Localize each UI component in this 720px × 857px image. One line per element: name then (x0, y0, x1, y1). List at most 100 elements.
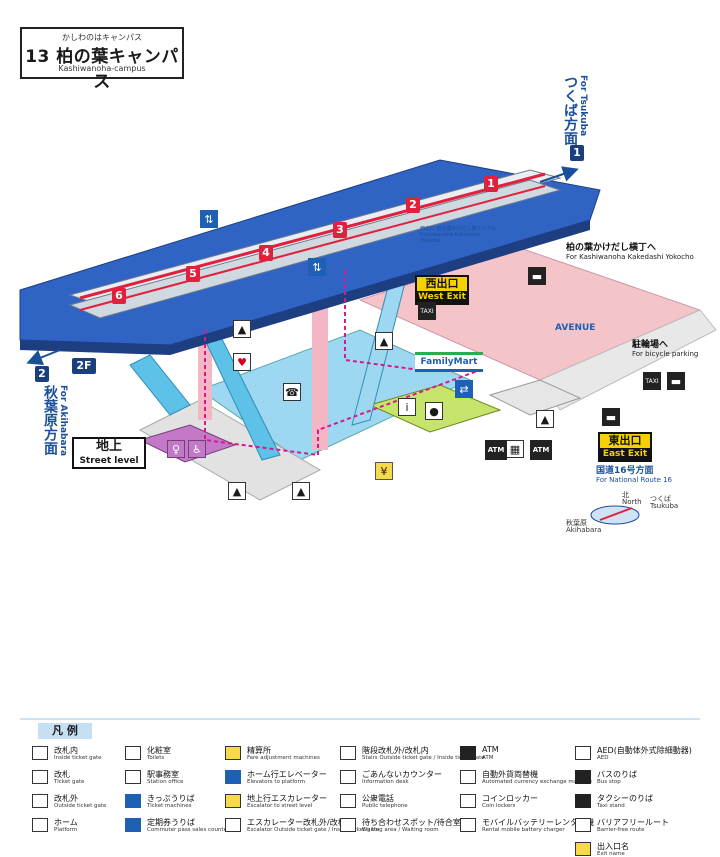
legend-item-label-en: Escalator to street level (247, 803, 313, 809)
stairs-icon: ▲ (233, 320, 251, 338)
compass-needle (599, 507, 633, 521)
pillar (312, 280, 328, 450)
west-exit-tag: 西出口 West Exit (415, 275, 469, 305)
legend-item-label-en: Stairs Outside ticket gate / Inside tick… (362, 755, 485, 761)
arrow-akihabara (26, 349, 61, 365)
arrow-tsukuba (539, 166, 579, 183)
legend-item-label-en: Bus stop (597, 779, 621, 785)
taxi-icon (575, 794, 591, 808)
legend-item-label: 化粧室 (147, 746, 171, 755)
car-number: 6 (112, 288, 126, 304)
platform-number-2: 2 (35, 366, 49, 382)
legend-item-label: きっぷうりば (147, 794, 195, 803)
info-icon: i (398, 398, 416, 416)
destination-bicycle-jp: 駐輪場へ (632, 340, 669, 350)
legend-item-label-en: Information desk (362, 779, 409, 785)
elevator-icon: ⇅ (308, 258, 326, 276)
floor-2f-tag: 2F (72, 358, 96, 374)
legend-item-label: タクシーのりば (597, 794, 653, 803)
legend-item-label-en: Ticket machines (147, 803, 192, 809)
legend-item-label: ホーム行エレベーター (247, 770, 327, 779)
station-name: 13 柏の葉キャンパス (25, 47, 179, 92)
stairs-icon: ▲ (228, 482, 246, 500)
west-exit-en: West Exit (417, 291, 467, 303)
east-exit-tag: 東出口 East Exit (598, 432, 652, 462)
atm-icon (460, 746, 476, 760)
bus-icon: ▬ (528, 267, 546, 285)
destination-yokocho-jp: 柏の葉かけだし横丁へ (566, 243, 657, 253)
west-exit-jp: 西出口 (417, 277, 467, 291)
legend-item-label: 定期券うりば (147, 818, 195, 827)
destination-yokocho-en: For Kashiwanoha Kakedashi Yokocho (566, 253, 694, 261)
stairs-icon: ▲ (536, 410, 554, 428)
compass-north-en: North (622, 498, 642, 506)
street-level-en: Street level (79, 456, 139, 466)
legend-title: 凡 例 (38, 723, 92, 739)
aed-icon: ♥ (233, 353, 251, 371)
compass-north-jp: 北 (622, 491, 629, 499)
legend-item-label: コインロッカー (482, 794, 538, 803)
destination-bicycle: 駐輪場へ For bicycle parking (632, 337, 698, 358)
legend-item-label: 自動外貨両替機 (482, 770, 538, 779)
compass-akihabara-en: Akihabara (566, 526, 602, 534)
barrier-free-icon (575, 818, 591, 832)
platform-number-1: 1 (570, 145, 584, 161)
legend-item-label-en: Coin lockers (482, 803, 516, 809)
avenue-label: AVENUE (555, 323, 596, 333)
legend-item-label-en: Inside ticket gate (54, 755, 102, 761)
locker-icon (460, 794, 476, 808)
legend-item-label-en: Rental mobile battery charger (482, 827, 565, 833)
direction-akihabara-jp: 秋葉原方面 (42, 385, 58, 455)
destination-route16-en: For National Route 16 (596, 476, 673, 484)
west-exit-direction-note: 西出口 柏の葉かけだし横丁へ For Kashiwanoha Kakedashi… (420, 226, 496, 244)
taxi-icon: TAXI (643, 372, 661, 390)
legend-item-label: 改札内 (54, 746, 78, 755)
fare-adjust-icon (225, 746, 241, 760)
bus-icon (575, 770, 591, 784)
legend-item-label-en: Toilets (147, 755, 165, 761)
barrier-free-route (204, 330, 481, 457)
stairs-icon (340, 746, 356, 760)
legend-item-label: 精算所 (247, 746, 271, 755)
legend-item-label: バスのりば (597, 770, 637, 779)
legend-item-label: モバイルバッテリーレンタル機 (482, 818, 594, 827)
car-number: 4 (259, 245, 273, 261)
phone-icon: ☎ (283, 383, 301, 401)
toilet-icon: ♀ (167, 440, 185, 458)
car-number: 3 (333, 222, 347, 238)
direction-tsukuba-en: For Tsukuba (578, 75, 588, 137)
direction-tsukuba-jp: つくば方面 (562, 75, 578, 145)
legend-item-label-en: Ticket gate (54, 779, 85, 785)
train-stripe (79, 172, 546, 300)
street-level-tag: 地上 Street level (72, 437, 146, 469)
fare-adjust-icon: ¥ (375, 462, 393, 480)
phone-icon (340, 794, 356, 808)
car-number: 2 (406, 197, 420, 213)
ticket-machine-icon (125, 794, 141, 808)
retail-block-east (488, 379, 582, 416)
aed-icon (575, 746, 591, 760)
ticket-gate-icon (32, 794, 48, 808)
toilet-icon (125, 746, 141, 760)
destination-route16-jp: 国道16号方面 (596, 466, 654, 476)
legend-item-label-en: Waiting area / Waiting room (362, 827, 439, 833)
legend-item-label-en: Taxi stand (597, 803, 625, 809)
ticket-gate-icon (32, 770, 48, 784)
platform-icon (32, 818, 48, 832)
legend-item-label: 地上行エスカレーター (247, 794, 327, 803)
east-exit-jp: 東出口 (600, 434, 650, 448)
car-number: 5 (186, 266, 200, 282)
legend-item-label: 改札外 (54, 794, 78, 803)
legend-item-label: 階段改札外/改札内 (362, 746, 429, 755)
station-name-kana: かしわのはキャンパス (62, 33, 142, 42)
taxi-icon: TAXI (418, 302, 436, 320)
stairs-icon: ▲ (375, 332, 393, 350)
legend-item-label-en: Escalator Outside ticket gate / Inside t… (247, 827, 380, 833)
legend-item-label-en: Station office (147, 779, 184, 785)
stairs-west (129, 354, 191, 416)
office-icon (125, 770, 141, 784)
escalator-2-icon (225, 818, 241, 832)
tx-logo-icon (32, 746, 48, 760)
station-name-roman: Kashiwanoha-campus (58, 64, 146, 73)
